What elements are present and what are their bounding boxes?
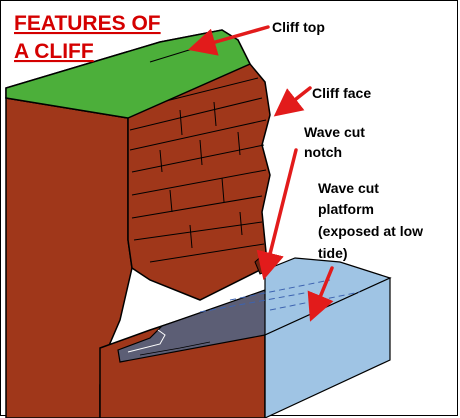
annotation-arrows <box>187 25 334 322</box>
label-platform-2: platform <box>318 201 374 217</box>
label-cliff-face: Cliff face <box>312 85 371 101</box>
wave-line <box>139 341 211 356</box>
arrow-platform <box>307 266 334 322</box>
arrow-cliff-face <box>273 86 312 117</box>
label-platform-4: tide) <box>318 245 348 261</box>
label-cliff-top: Cliff top <box>272 19 325 35</box>
title-line-2: A CLIFF <box>14 40 94 63</box>
rock-strata <box>129 77 267 263</box>
label-notch-1: Wave cut <box>304 124 365 140</box>
title-line-1: FEATURES OF <box>14 12 161 35</box>
label-notch-2: notch <box>304 144 342 160</box>
label-platform-1: Wave cut <box>318 180 379 196</box>
arrow-cliff-top <box>187 25 270 56</box>
label-platform-3: (exposed at low <box>318 223 423 239</box>
wave-line <box>127 329 166 353</box>
arrow-notch <box>256 148 298 281</box>
